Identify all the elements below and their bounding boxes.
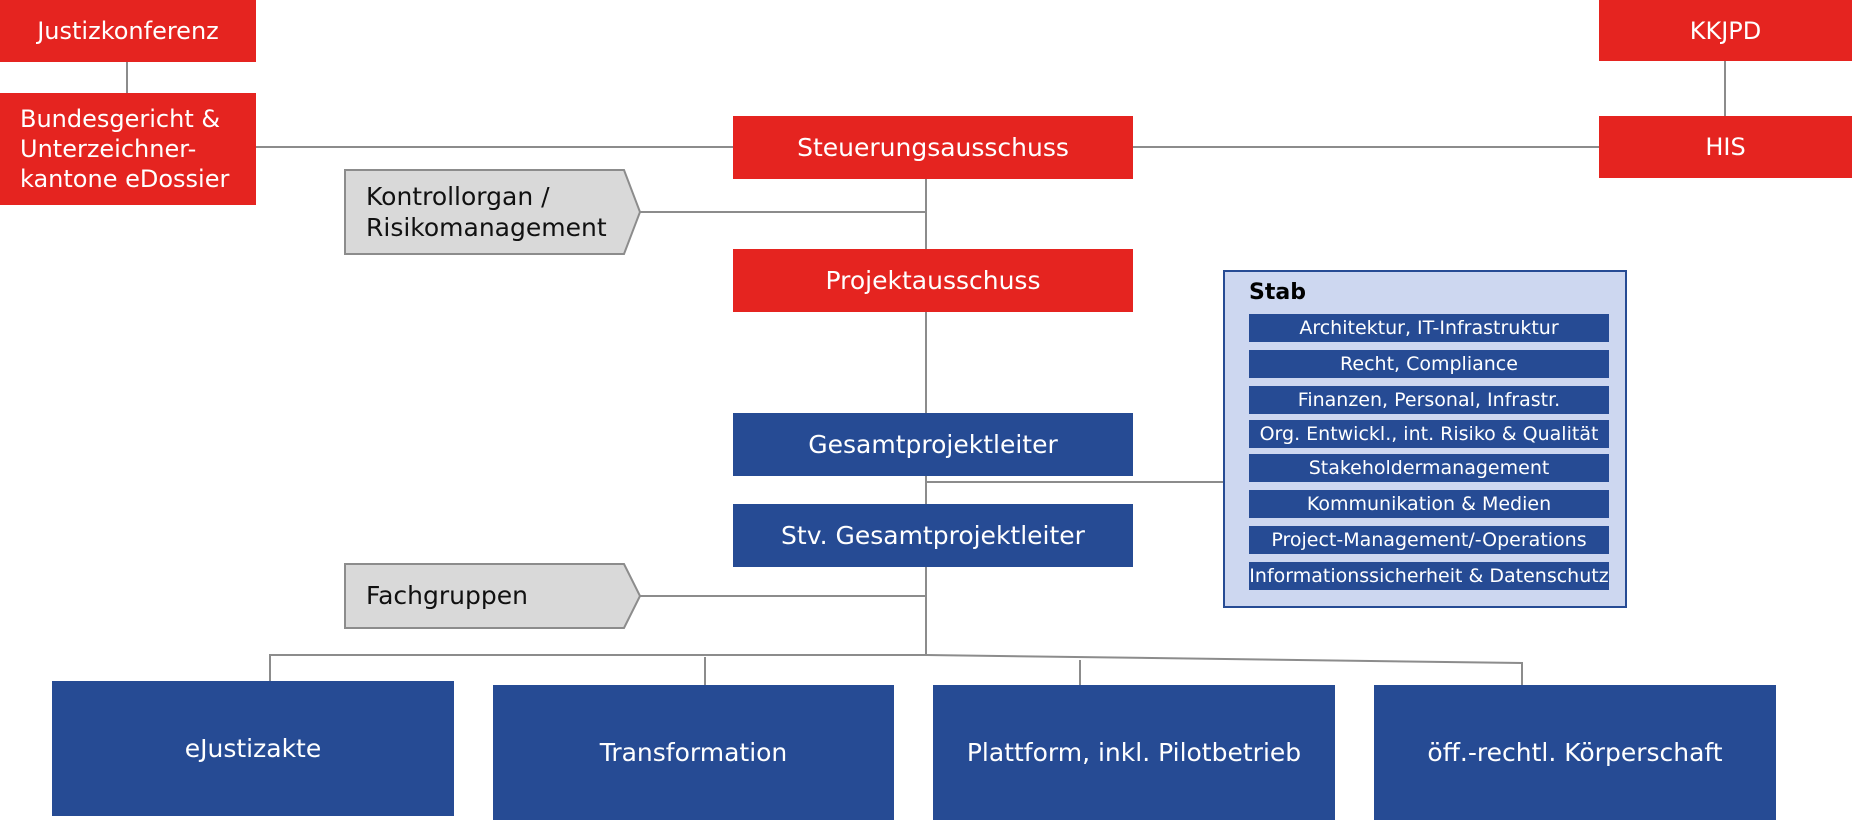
fachgruppen-label: Fachgruppen [366, 581, 528, 611]
teilprojekt-label: öff.-rechtl. Körperschaft [1427, 737, 1723, 767]
kontrollorgan-label-line1: Kontrollorgan / [366, 181, 550, 211]
steuerungsausschuss-box: Steuerungsausschuss [733, 116, 1133, 179]
justizkonferenz-box: Justizkonferenz [0, 0, 256, 62]
teilprojekt-label: eJustizakte [184, 733, 322, 763]
bundesgericht-label-line3: kantone eDossier [20, 165, 230, 193]
gesamtprojektleiter-label: Gesamtprojektleiter [808, 429, 1058, 459]
stab-item: Project-Management/-Operations [1249, 526, 1609, 554]
teilprojekt-plattform-box: Plattform, inkl. Pilotbetrieb [933, 685, 1335, 820]
teilprojekt-ejustizakte-box: eJustizakte [52, 681, 454, 816]
fachgruppen-box: Fachgruppen [366, 564, 528, 628]
teilprojekt-koerperschaft-box: öff.-rechtl. Körperschaft [1374, 685, 1776, 820]
stab-item: Informationssicherheit & Datenschutz [1249, 562, 1609, 590]
stab-item: Stakeholdermanagement [1249, 454, 1609, 482]
stab-item: Architektur, IT-Infrastruktur [1249, 314, 1609, 342]
kkjpd-box: KKJPD [1599, 0, 1852, 61]
stab-item: Kommunikation & Medien [1249, 490, 1609, 518]
projektausschuss-box: Projektausschuss [733, 249, 1133, 312]
kontrollorgan-arrow-shape [344, 169, 642, 255]
teilprojekt-label: Plattform, inkl. Pilotbetrieb [966, 737, 1302, 767]
stab-panel: Stab Architektur, IT-Infrastruktur Recht… [1223, 270, 1627, 608]
his-box: HIS [1599, 116, 1852, 178]
kontrollorgan-label-line2: Risikomanagement [366, 213, 607, 242]
justizkonferenz-label: Justizkonferenz [37, 17, 219, 45]
teilprojekt-label: Transformation [599, 737, 788, 767]
stab-item: Recht, Compliance [1249, 350, 1609, 378]
bundesgericht-label-line1: Bundesgericht & [20, 105, 221, 133]
fachgruppen-arrow-shape [344, 563, 642, 629]
stv-gesamtprojektleiter-label: Stv. Gesamtprojektleiter [781, 520, 1085, 550]
steuerungsausschuss-label: Steuerungsausschuss [797, 132, 1069, 162]
kkjpd-label: KKJPD [1689, 16, 1762, 45]
bundesgericht-label-line2: Unterzeichner- [20, 135, 197, 163]
stv-gesamtprojektleiter-box: Stv. Gesamtprojektleiter [733, 504, 1133, 567]
his-label: HIS [1705, 133, 1746, 161]
gesamtprojektleiter-box: Gesamtprojektleiter [733, 413, 1133, 476]
stab-item: Finanzen, Personal, Infrastr. [1249, 386, 1609, 414]
stab-title: Stab [1249, 280, 1306, 305]
kontrollorgan-box: Kontrollorgan / Risikomanagement [366, 170, 607, 254]
bundesgericht-box: Bundesgericht & Unterzeichner- kantone e… [0, 93, 256, 205]
stab-item: Org. Entwickl., int. Risiko & Qualität [1249, 420, 1609, 448]
projektausschuss-label: Projektausschuss [825, 265, 1041, 295]
teilprojekt-transformation-box: Transformation [493, 685, 894, 820]
line-teilprojekte-bus [269, 654, 1523, 685]
